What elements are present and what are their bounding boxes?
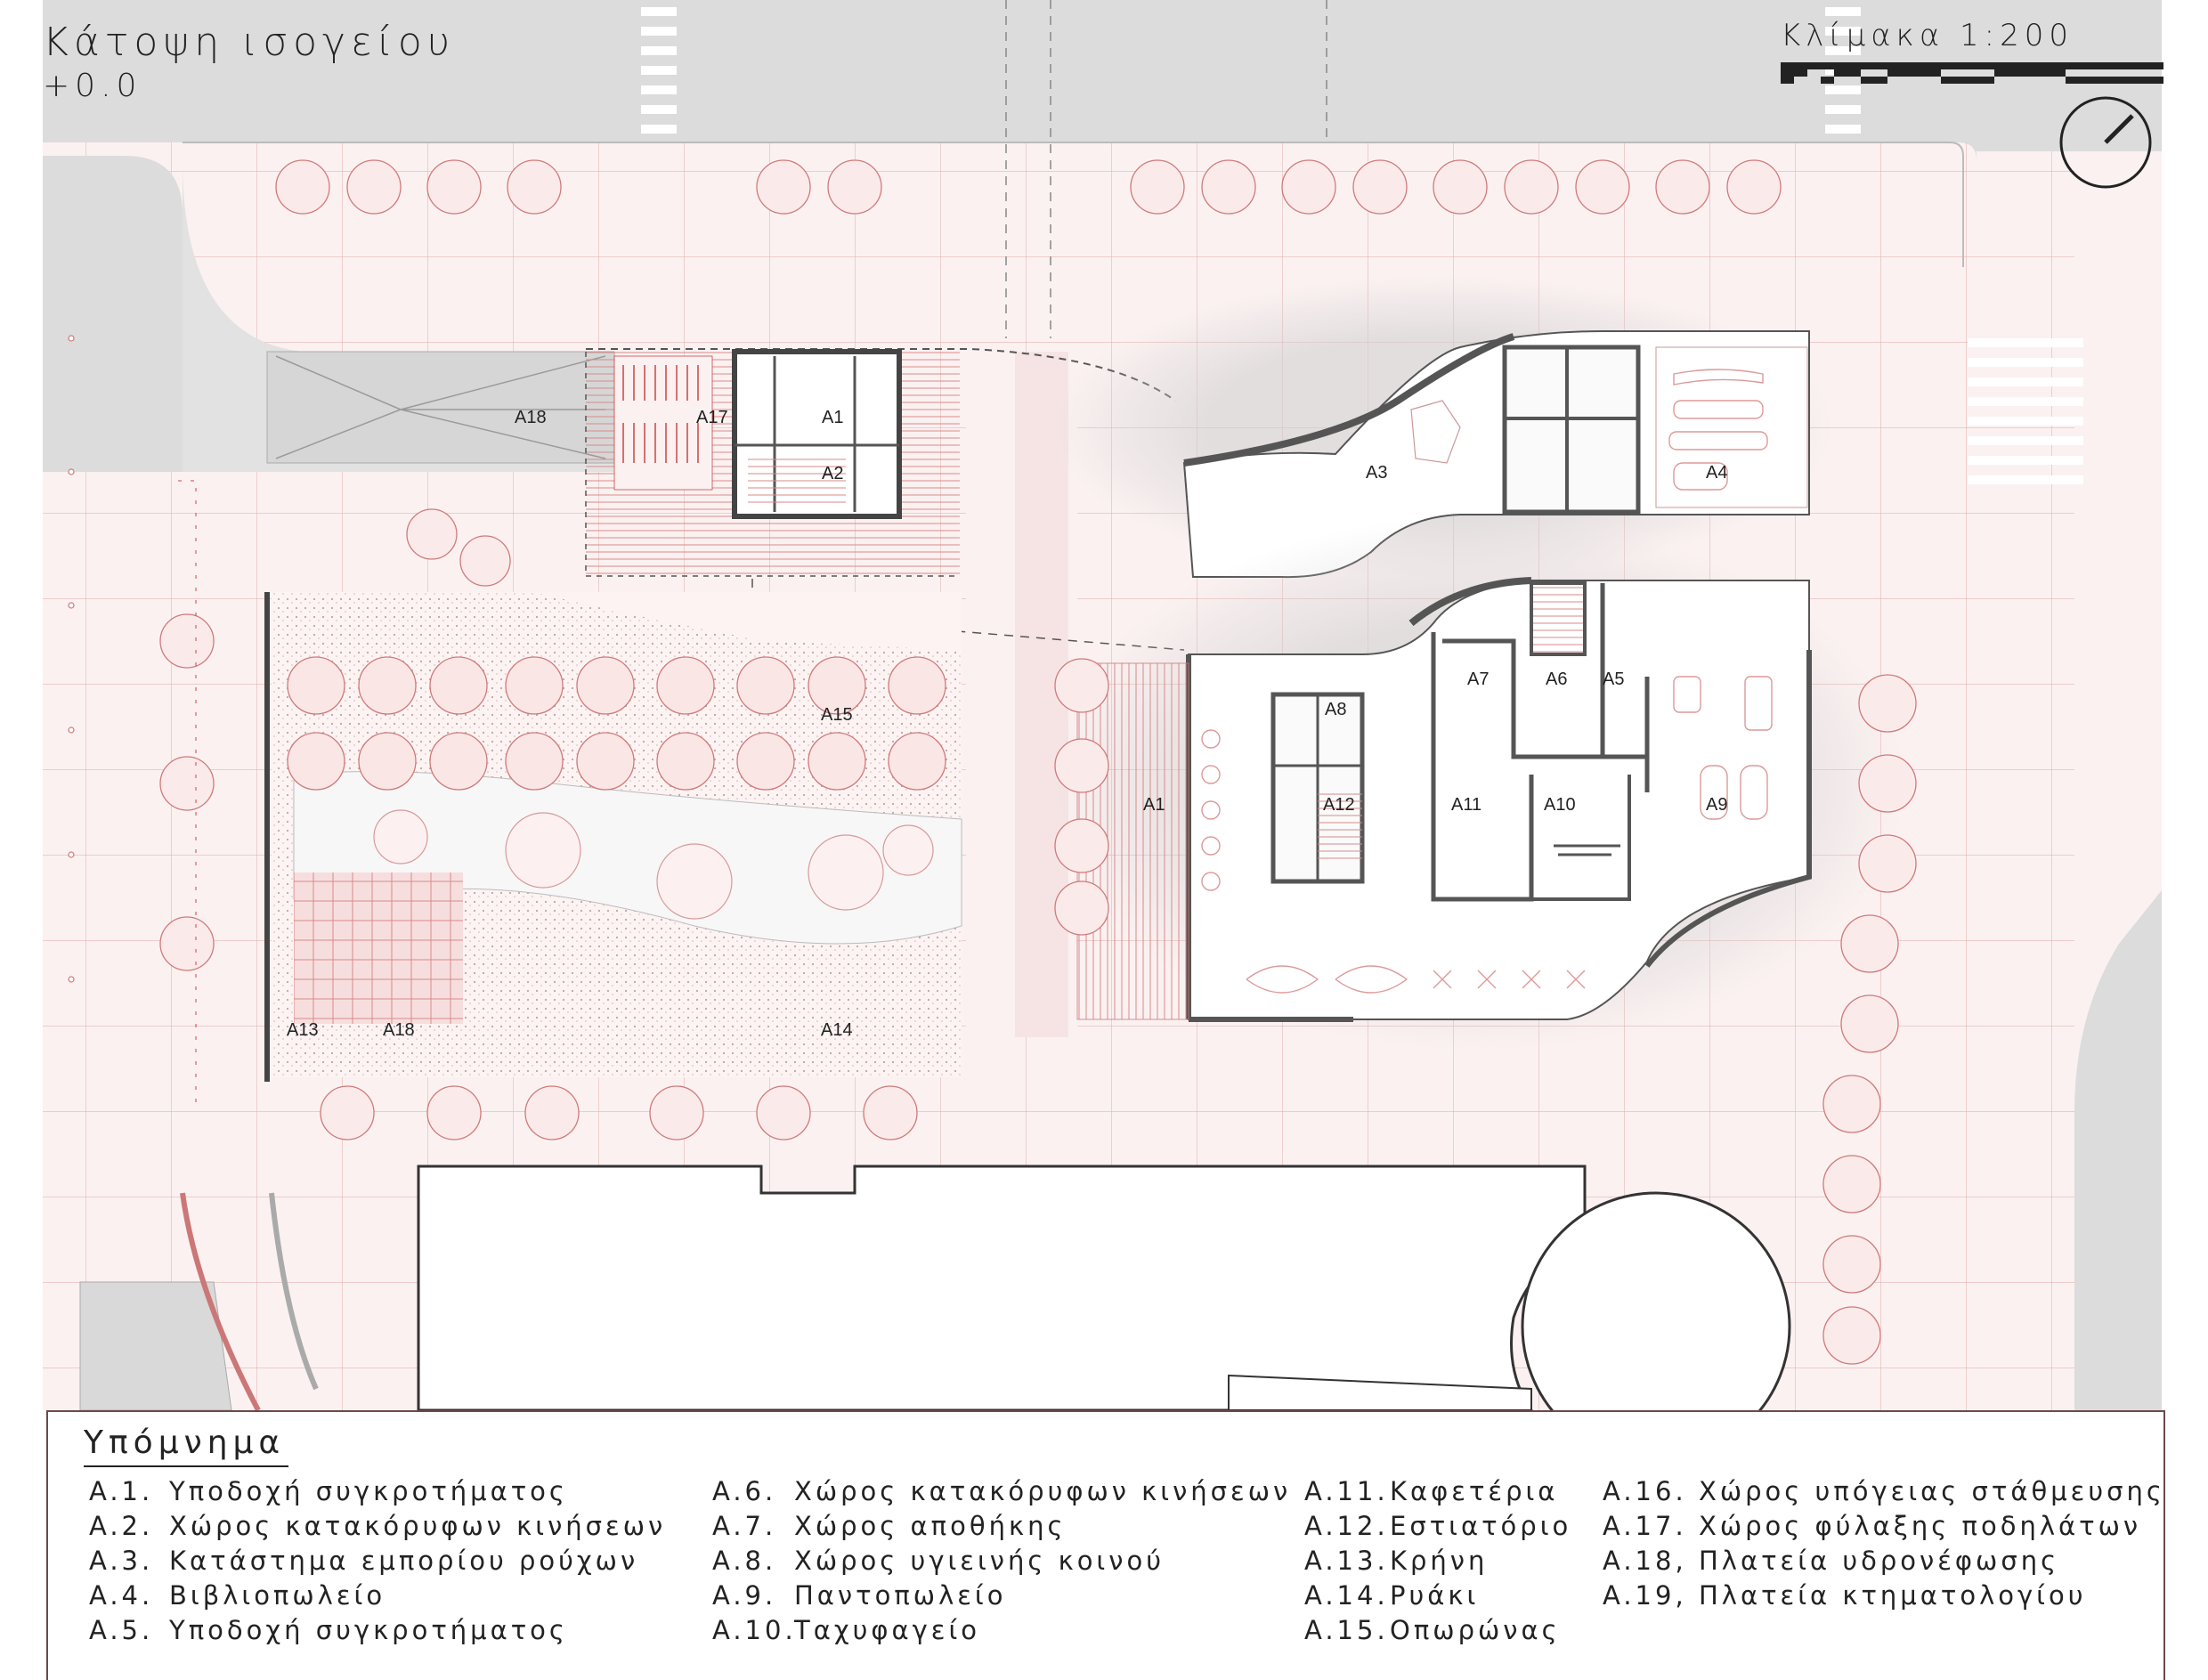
legend-code: A.3. [89, 1545, 154, 1576]
zone-label-a3: A3 [1366, 463, 1388, 483]
legend-panel [46, 1410, 2165, 1680]
legend-code: A.14. [1304, 1579, 1389, 1611]
zone-label-a6: A6 [1546, 670, 1568, 689]
legend-text: Παντοπωλείο [794, 1579, 1007, 1611]
legend-code: A.2. [89, 1510, 154, 1541]
zone-label-a18: A18 [515, 408, 547, 427]
legend-item: A.16. Χώρος υπόγειας στάθμευσης [1603, 1473, 2165, 1508]
legend-column-1: A.1. Υποδοχή συγκροτήματος A.2. Χώρος κατα… [89, 1473, 666, 1647]
zone-label-a14: A14 [821, 1020, 853, 1040]
legend-title-underline [84, 1465, 288, 1467]
legend-text: Ρυάκι [1390, 1579, 1480, 1611]
legend-text: Χώρος αποθήκης [794, 1510, 1067, 1541]
legend-code: A.19, [1603, 1579, 1687, 1611]
legend-code: A.6. [712, 1475, 777, 1506]
legend-item: A.9. Παντοπωλείο [712, 1578, 1291, 1612]
legend-text: Χώρος κατακόρυφων κινήσεων [169, 1510, 667, 1541]
legend-item: A.14.Ρυάκι [1304, 1578, 1571, 1612]
zone-label-a8: A8 [1325, 700, 1347, 719]
legend-text: Χώρος υπόγειας στάθμευσης [1699, 1475, 2165, 1506]
legend-code: A.10. [712, 1614, 797, 1645]
legend-item: A.18, Πλατεία υδρονέφωσης [1603, 1543, 2165, 1578]
plan-level: +0.0 [43, 68, 142, 104]
zone-label-a1-deck: A1 [1143, 795, 1165, 815]
north-arrow-icon [2059, 96, 2152, 189]
legend-code: A.1. [89, 1475, 154, 1506]
legend-item: A.7. Χώρος αποθήκης [712, 1508, 1291, 1543]
zone-label-a5: A5 [1603, 670, 1625, 689]
legend-item: A.10.Ταχυφαγείο [712, 1612, 1291, 1647]
legend-code: A.9. [712, 1579, 777, 1611]
legend-code: A.13. [1304, 1545, 1389, 1576]
zone-label-a12: A12 [1323, 795, 1355, 815]
legend-text: Υποδοχή συγκροτήματος [169, 1475, 568, 1506]
legend-column-3: A.11.Καφετέρια A.12.Εστιατόριο A.13.Κρήν… [1304, 1473, 1571, 1647]
legend-code: A.18, [1603, 1545, 1687, 1576]
legend-item: A.15.Οπωρώνας [1304, 1612, 1571, 1647]
legend-item: A.13.Κρήνη [1304, 1543, 1571, 1578]
legend-code: A.8. [712, 1545, 777, 1576]
legend-text: Κρήνη [1390, 1545, 1489, 1576]
plan-title: Κάτοψη ισογείου [43, 20, 456, 65]
zone-label-a2: A2 [822, 464, 844, 483]
legend-code: A.17. [1603, 1510, 1687, 1541]
legend-text: Πλατεία υδρονέφωσης [1699, 1545, 2060, 1576]
legend-code: A.7. [712, 1510, 777, 1541]
legend-title: Υπόμνημα [84, 1424, 286, 1461]
zone-label-a7: A7 [1467, 670, 1490, 689]
legend-code: A.12. [1304, 1510, 1389, 1541]
legend-item: A.6. Χώρος κατακόρυφων κινήσεων [712, 1473, 1291, 1508]
legend-text: Βιβλιοπωλείο [169, 1579, 386, 1611]
legend-text: Εστιατόριο [1390, 1510, 1572, 1541]
legend-item: A.3. Κατάστημα εμπορίου ρούχων [89, 1543, 666, 1578]
legend-item: A.1. Υποδοχή συγκροτήματος [89, 1473, 666, 1508]
legend-item: A.8. Χώρος υγιεινής κοινού [712, 1543, 1291, 1578]
legend-code: A.11. [1304, 1475, 1389, 1506]
legend-text: Υποδοχή συγκροτήματος [169, 1614, 568, 1645]
legend-column-2: A.6. Χώρος κατακόρυφων κινήσεων A.7. Χώρος… [712, 1473, 1291, 1647]
legend-text: Χώρος φύλαξης ποδηλάτων [1699, 1510, 2142, 1541]
legend-code: A.15. [1304, 1614, 1389, 1645]
legend-item: A.19, Πλατεία κτηματολογίου [1603, 1578, 2165, 1612]
legend-text: Χώρος κατακόρυφων κινήσεων [794, 1475, 1292, 1506]
legend-code: A.16. [1603, 1475, 1687, 1506]
zone-label-a11: A11 [1451, 795, 1482, 815]
legend-text: Κατάστημα εμπορίου ρούχων [169, 1545, 639, 1576]
legend-item: A.5. Υποδοχή συγκροτήματος [89, 1612, 666, 1647]
legend-text: Οπωρώνας [1390, 1614, 1561, 1645]
scale-label: Κλίμακα 1:200 [1781, 18, 2074, 53]
legend-item: A.12.Εστιατόριο [1304, 1508, 1571, 1543]
legend-item: A.11.Καφετέρια [1304, 1473, 1571, 1508]
zone-label-a10: A10 [1544, 795, 1576, 815]
legend-item: A.4. Βιβλιοπωλείο [89, 1578, 666, 1612]
legend-text: Πλατεία κτηματολογίου [1699, 1579, 2087, 1611]
legend-code: A.4. [89, 1579, 154, 1611]
zone-label-a9: A9 [1706, 795, 1728, 815]
legend-column-4: A.16. Χώρος υπόγειας στάθμευσης A.17. Χώρο… [1603, 1473, 2165, 1612]
zone-label-a4: A4 [1706, 463, 1728, 483]
zone-label-a13: A13 [287, 1020, 319, 1040]
legend-text: Καφετέρια [1390, 1475, 1559, 1506]
zone-label-a1: A1 [822, 408, 844, 427]
legend-text: Χώρος υγιεινής κοινού [794, 1545, 1165, 1576]
legend-item: A.2. Χώρος κατακόρυφων κινήσεων [89, 1508, 666, 1543]
legend-text: Ταχυφαγείο [794, 1614, 981, 1645]
zone-label-a17: A17 [696, 408, 728, 427]
legend-item: A.17. Χώρος φύλαξης ποδηλάτων [1603, 1508, 2165, 1543]
zone-label-a18-fountain: A18 [383, 1020, 415, 1040]
legend-code: A.5. [89, 1614, 154, 1645]
zone-label-a15: A15 [821, 705, 853, 725]
